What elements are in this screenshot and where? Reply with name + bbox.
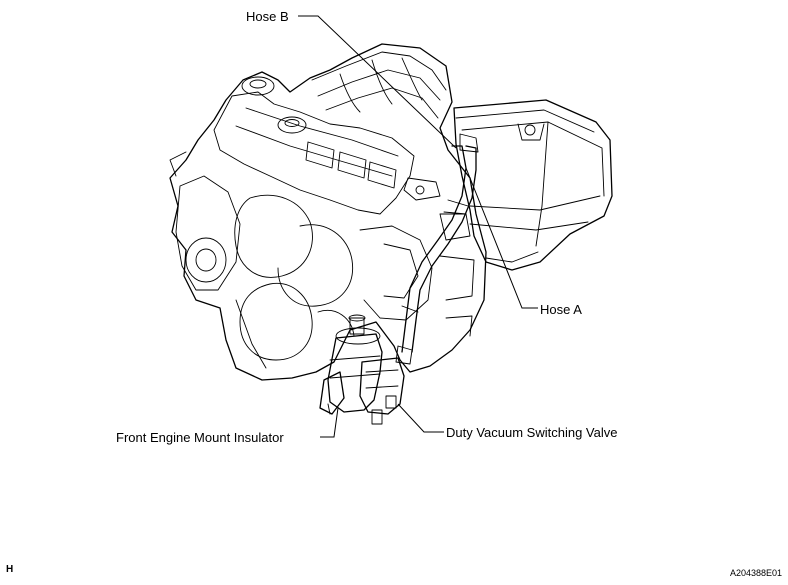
vacuum-switching-valve <box>359 345 413 425</box>
figure-code: A204388E01 <box>730 568 783 578</box>
engine-block <box>169 43 487 381</box>
air-cleaner-box <box>453 99 613 271</box>
leader-lines <box>298 15 538 438</box>
vacuum-hose <box>401 133 479 353</box>
duty-vacuum-switching-valve-label: Duty Vacuum Switching Valve <box>446 425 618 440</box>
front-engine-mount-insulator-label: Front Engine Mount Insulator <box>116 430 284 445</box>
engine-mount-insulator <box>319 314 383 415</box>
hose-b-label: Hose B <box>246 9 289 24</box>
hose-a-label: Hose A <box>540 302 582 317</box>
section-letter: H <box>6 564 14 575</box>
